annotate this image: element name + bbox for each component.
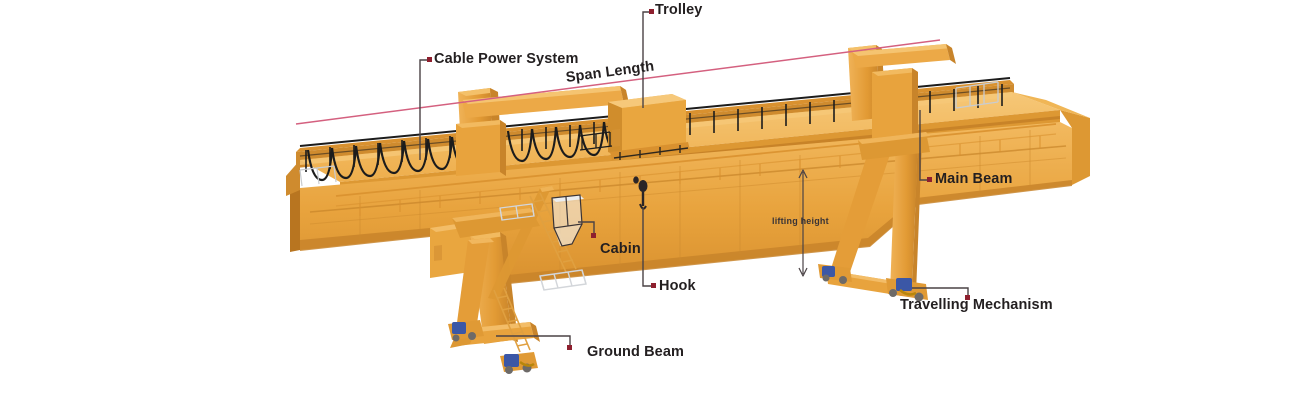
service-walkway-rail xyxy=(335,123,1057,216)
end-platform-rail xyxy=(955,81,999,109)
left-travelling-bogie xyxy=(448,320,538,374)
label-hook: Hook xyxy=(659,278,696,294)
operator-cabin xyxy=(551,194,584,247)
trolley-unit xyxy=(579,94,690,160)
label-cabin: Cabin xyxy=(600,241,641,257)
right-travelling-bogie xyxy=(818,264,928,302)
leader-dots xyxy=(427,9,970,350)
span-length-line xyxy=(295,39,941,125)
label-trolley: Trolley xyxy=(655,2,703,18)
label-main-beam: Main Beam xyxy=(935,171,1013,187)
access-stairs-left xyxy=(493,192,587,353)
left-end-ladder xyxy=(299,165,337,187)
label-cable-power-system: Cable Power System xyxy=(434,51,579,67)
label-travelling-mechanism: Travelling Mechanism xyxy=(900,297,1053,313)
hoist-and-hook xyxy=(633,176,648,210)
label-ground-beam: Ground Beam xyxy=(587,344,684,360)
label-lifting-height: lifting height xyxy=(772,216,829,226)
left-portal-frame xyxy=(456,86,630,176)
lifting-height-dimension xyxy=(798,169,808,277)
